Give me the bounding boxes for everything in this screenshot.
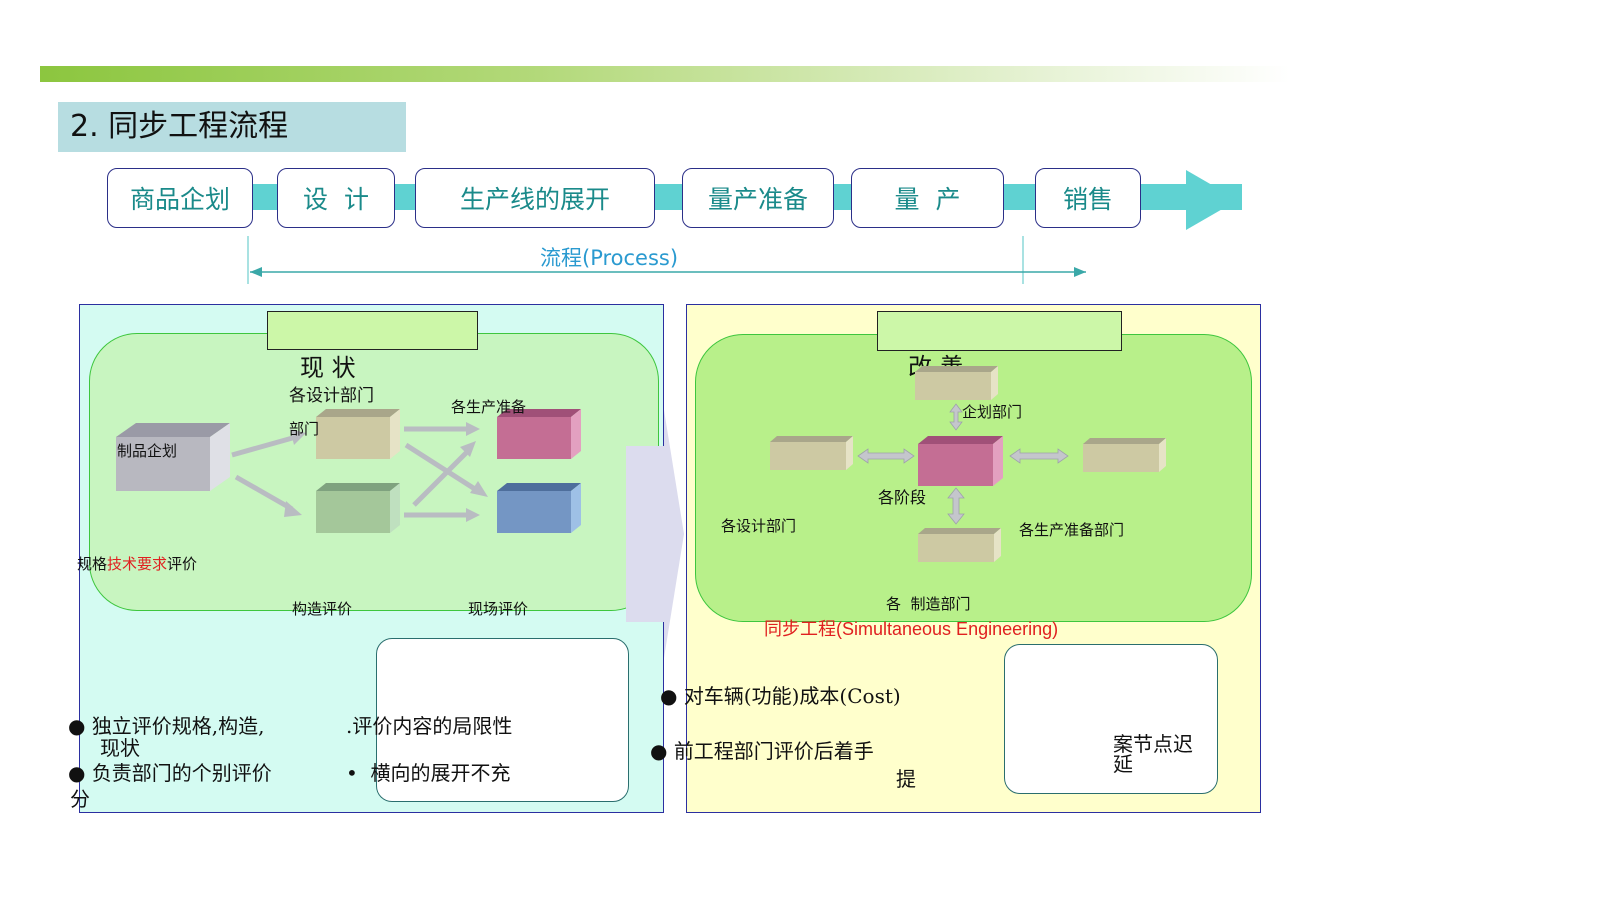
right-bullet-2: ● 前工程部门评价后着手 [650,739,874,763]
step-design: 设 计 [277,168,395,228]
left-diagram-graphics [116,409,581,533]
left-label-spec-eval: 规格技术要求评价 [77,555,198,573]
right-label-stage: 各阶段 [878,488,927,507]
left-header-box [267,311,478,350]
right-diagram-graphics [770,366,1166,562]
right-label-plan-dept: 企划部门 [962,403,1023,421]
left-bullet-1-cont: 现状 [100,736,140,760]
right-delay-1: 案节点迟 [1113,732,1193,756]
right-label-prep-depts: 各生产准备部门 [1019,521,1125,539]
left-white-box [376,638,629,802]
right-header-box [877,311,1122,351]
left-heading: 现 状 [300,354,356,382]
right-label-simultaneous-engineering: 同步工程(Simultaneous Engineering) [764,619,1059,639]
step-mass-prep: 量产准备 [682,168,834,228]
slide-title: 2. 同步工程流程 [58,102,406,152]
right-delay-2: 延 [1113,752,1133,776]
right-white-box [1004,644,1218,794]
process-label: 流程(Process) [540,246,679,270]
step-product-planning: 商品企划 [107,168,253,228]
right-label-design-depts: 各设计部门 [721,517,797,535]
left-label-product-plan: 制品企划 [117,442,178,460]
left-label-design-depts: 各设计部门 [289,386,374,406]
process-span-arrow [247,236,1086,284]
right-bullet-3: 提 [896,767,916,791]
left-bullet-1: ● 独立评价规格,构造, [68,714,265,738]
step-mass-production: 量 产 [851,168,1004,228]
left-label-prep: 各生产准备 [451,398,527,416]
header-gradient-bar [40,66,1290,82]
right-label-mfg-depts: 各 制造部门 [886,595,971,613]
left-label-site-eval: 现场评价 [468,600,529,618]
left-label-structure-eval: 构造评价 [292,600,353,618]
process-arrow-head-icon [1186,170,1238,230]
left-limit-1: .评价内容的局限性 [346,714,513,738]
step-line-deployment: 生产线的展开 [415,168,655,228]
left-label-design-depts-cont: 部门 [289,420,320,438]
right-bullet-1: ● 对车辆(功能)成本(Cost) [660,684,901,708]
left-limit-2: • 横向的展开不充 [346,761,511,785]
transition-arrow-icon [626,410,684,658]
left-bullet-2: ● 负责部门的个别评价 [68,761,272,785]
left-bullet-2-cont: 分 [70,787,90,811]
step-sales: 销售 [1035,168,1141,228]
